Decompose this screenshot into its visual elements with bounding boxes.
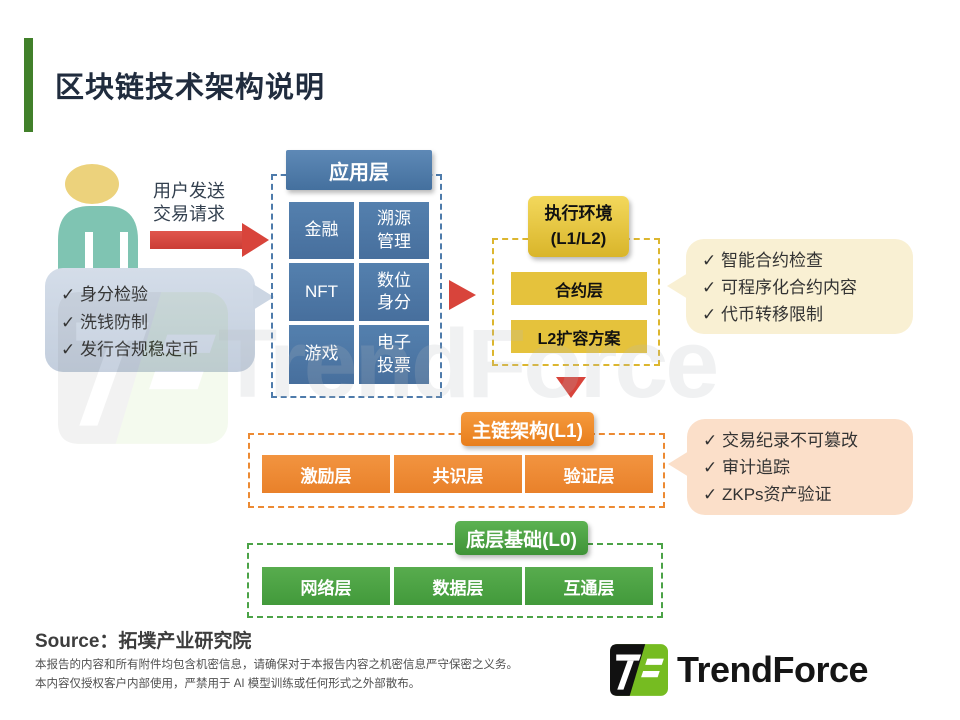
page-title: 区块链技术架构说明: [55, 72, 326, 104]
found-cell-interop: 互通层: [525, 567, 653, 605]
contract-callout: ✓ 智能合约检查 ✓ 可程序化合约内容 ✓ 代币转移限制: [667, 239, 913, 334]
execution-env-title-line2: (L1/L2): [550, 228, 607, 248]
trendforce-logo-icon: [610, 644, 668, 696]
trendforce-logo-text: TrendForce: [677, 649, 869, 690]
ledger-callout-tail: [668, 451, 689, 477]
foundation-header: 底层基础(L0): [455, 521, 588, 555]
contract-item: ✓ 代币转移限制: [702, 304, 823, 324]
execution-env-title-line1: 执行环境: [544, 203, 613, 223]
found-cell-network: 网络层: [262, 567, 390, 605]
flow-arrow-down-icon: [556, 377, 586, 398]
exec-cell-l2-scaling: L2扩容方案: [511, 320, 647, 353]
request-arrow-shaft: [150, 231, 244, 249]
found-cell-data: 数据层: [394, 567, 522, 605]
contract-callout-tail: [667, 273, 688, 299]
request-arrow-icon: [242, 223, 269, 257]
identity-item: ✓ 身分检验: [61, 285, 148, 304]
footer-note-line1: 本报告的内容和所有附件均包含机密信息，请确保对于本报告内容之机密信息严守保密之义…: [35, 659, 518, 671]
app-cell-traceability: 溯源管理: [359, 202, 429, 259]
app-cell-evoting: 电子投票: [359, 325, 429, 384]
identity-callout-tail: [253, 284, 274, 310]
title-accent-bar: [24, 38, 33, 132]
ledger-item: ✓ 交易纪录不可篡改: [703, 431, 858, 450]
execution-env-header: 执行环境 (L1/L2): [528, 196, 629, 257]
ledger-callout: ✓ 交易纪录不可篡改 ✓ 审计追踪 ✓ ZKPs资产验证: [668, 419, 913, 515]
app-cell-digital-id: 数位身分: [359, 263, 429, 321]
main-cell-consensus: 共识层: [394, 455, 522, 493]
request-label-line1: 用户发送: [153, 181, 225, 201]
contract-item: ✓ 可程序化合约内容: [702, 277, 857, 297]
request-label-line2: 交易请求: [153, 203, 225, 224]
source-line: Source：拓墣产业研究院: [35, 631, 252, 652]
footer-note-line2: 本内容仅授权客户内部使用，严禁用于 AI 模型训练或任何形式之外部散布。: [35, 678, 421, 690]
identity-item: ✓ 发行合规稳定币: [61, 340, 199, 360]
ledger-item: ✓ ZKPs资产验证: [703, 484, 832, 504]
ledger-item: ✓ 审计追踪: [703, 457, 790, 477]
main-cell-incentive: 激励层: [262, 455, 390, 493]
exec-cell-contract-layer: 合约层: [511, 272, 647, 305]
trendforce-logo: TrendForce: [610, 644, 869, 696]
application-layer-header: 应用层: [286, 150, 432, 190]
app-cell-finance: 金融: [289, 202, 354, 259]
identity-callout: ✓ 身分检验 ✓ 洗钱防制 ✓ 发行合规稳定币: [45, 268, 274, 372]
mainchain-box: [248, 433, 665, 508]
contract-item: ✓ 智能合约检查: [702, 251, 823, 270]
main-cell-validation: 验证层: [525, 455, 653, 493]
app-cell-gaming: 游戏: [289, 325, 354, 384]
app-cell-nft: NFT: [289, 263, 354, 321]
request-label: 用户发送 交易请求: [153, 180, 249, 225]
identity-item: ✓ 洗钱防制: [61, 312, 148, 332]
flow-arrow-right-icon: [449, 280, 476, 310]
mainchain-header: 主链架构(L1): [461, 412, 594, 446]
